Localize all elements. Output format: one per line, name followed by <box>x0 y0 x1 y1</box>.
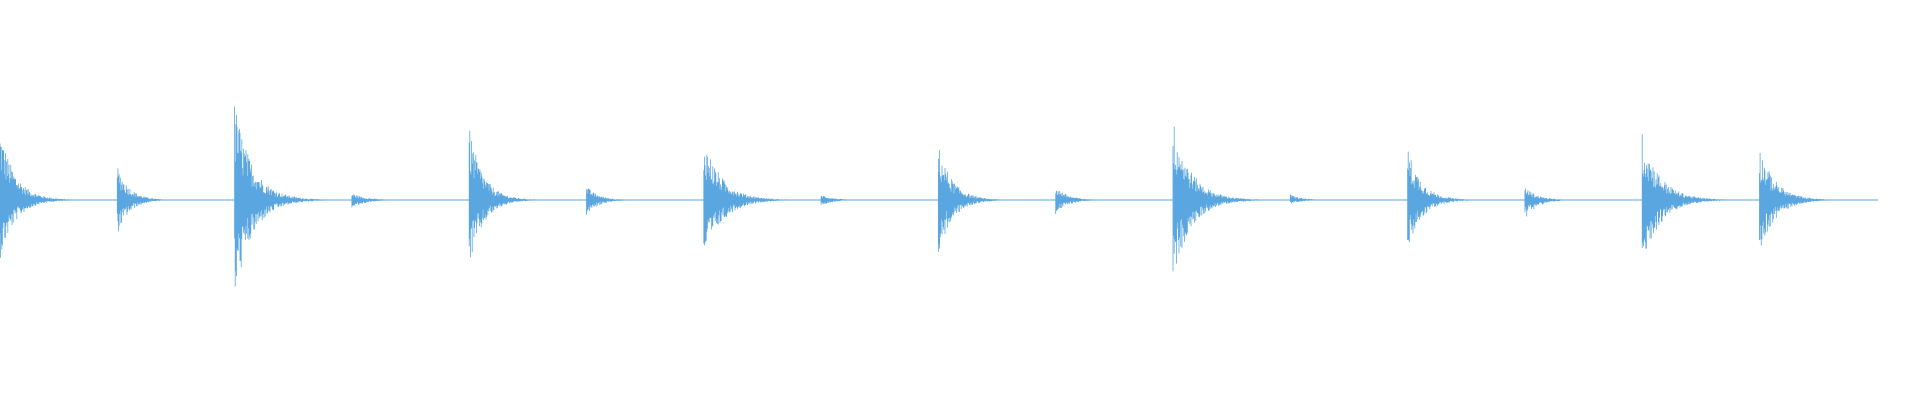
waveform-hit <box>351 194 454 208</box>
waveform-hit <box>1289 194 1358 204</box>
waveform-hit-path <box>1055 190 1135 214</box>
waveform-hit <box>0 143 102 258</box>
waveform-hit <box>938 150 1035 252</box>
waveform-hit-path <box>703 154 817 246</box>
waveform-hit-path <box>938 150 1035 252</box>
waveform-hit <box>820 195 889 205</box>
waveform-hit <box>1524 188 1616 217</box>
waveform-hit-path <box>1524 188 1616 217</box>
waveform-hit <box>1641 134 1750 249</box>
waveform-hit <box>234 106 342 287</box>
waveform-hit <box>1055 190 1135 214</box>
waveform-hit <box>116 168 208 232</box>
waveform-hit-path <box>234 106 342 287</box>
waveform-hit <box>468 130 571 258</box>
waveform-hit <box>703 154 817 246</box>
waveform-hit-path <box>116 168 208 232</box>
waveform-hit-path <box>1289 194 1358 204</box>
waveform-hit-path <box>1407 151 1504 243</box>
waveform-hit <box>586 188 677 215</box>
waveform-hit-path <box>351 194 454 208</box>
waveform-hit <box>1172 126 1281 272</box>
waveform-hit-path <box>468 130 571 258</box>
waveform-hit-path <box>586 188 677 215</box>
waveform-hits <box>0 106 1867 287</box>
waveform-hit-path <box>0 143 102 258</box>
waveform-hit-path <box>1759 152 1867 246</box>
waveform-hit <box>1407 151 1504 243</box>
waveform-hit-path <box>1172 126 1281 272</box>
waveform-hit-path <box>1641 134 1750 249</box>
waveform-hit-path <box>820 195 889 205</box>
waveform-hit <box>1759 152 1867 246</box>
